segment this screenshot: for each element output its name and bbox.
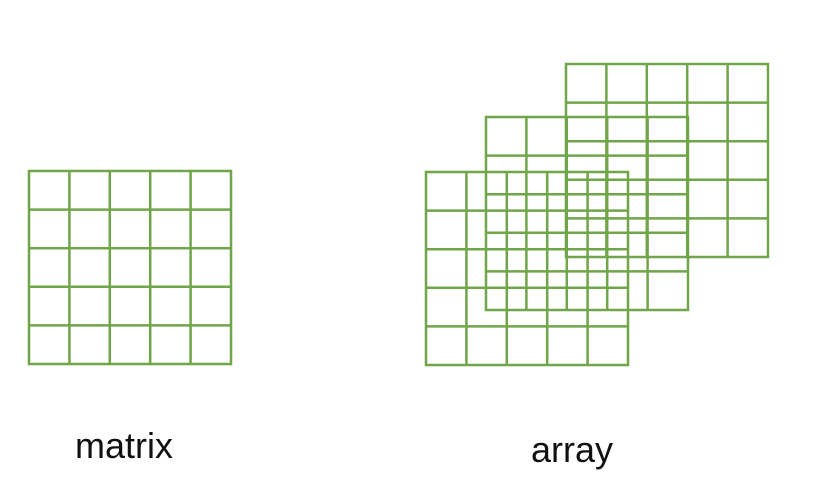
array-stack bbox=[424, 62, 770, 367]
array-layer-3-frame bbox=[424, 170, 630, 367]
array-label: array bbox=[531, 429, 614, 470]
array-layer-3 bbox=[424, 170, 630, 367]
matrix-cells-frame bbox=[27, 169, 233, 366]
array-layer-1-frame bbox=[564, 62, 770, 259]
matrix-grid bbox=[27, 169, 233, 366]
matrix-cells bbox=[27, 169, 233, 366]
matrix-label: matrix bbox=[75, 425, 173, 466]
array-layer-1 bbox=[564, 62, 770, 259]
